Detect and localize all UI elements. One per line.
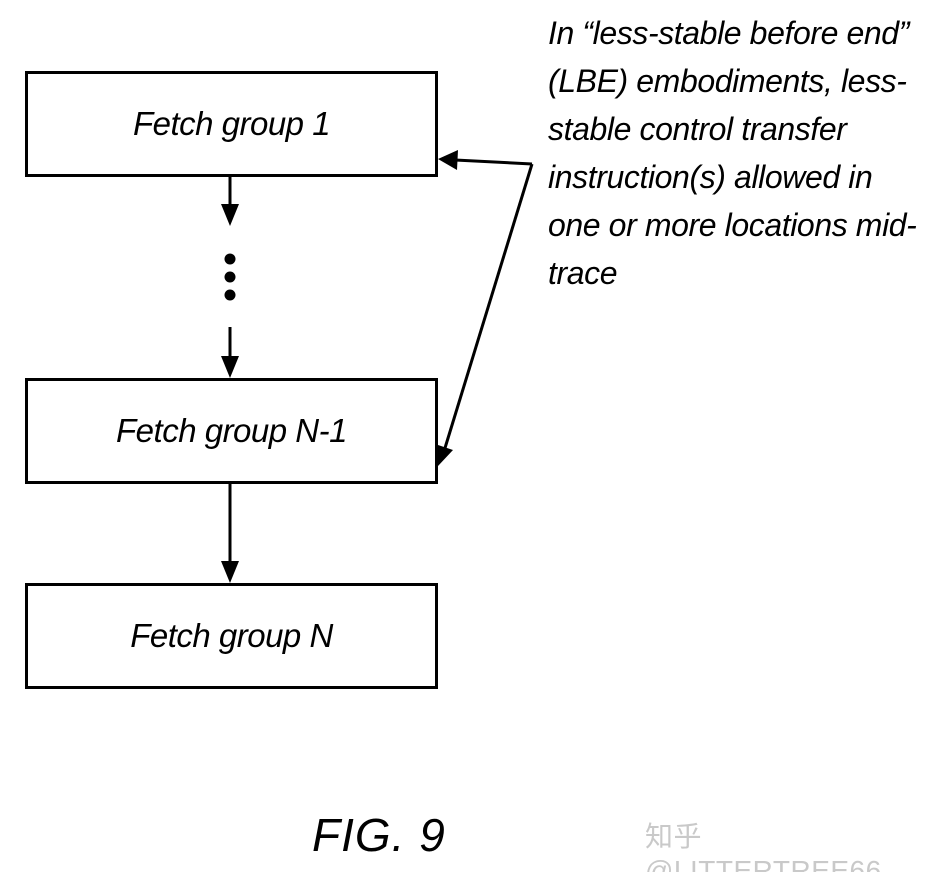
fetch-group-1-label: Fetch group 1 xyxy=(132,105,331,142)
lbe-annotation-text: In “less-stable before end” (LBE) embodi… xyxy=(548,15,917,291)
arrowhead-to-box-n-1 xyxy=(435,444,453,466)
fetch-group-n-minus-1-label: Fetch group N-1 xyxy=(116,412,347,449)
fetch-group-1-box: Fetch group 1 xyxy=(25,71,438,177)
watermark-text: 知乎 @LITTERTREE66 xyxy=(645,821,882,872)
arrowhead-to-box-1 xyxy=(438,150,458,170)
fetch-group-n-minus-1-box: Fetch group N-1 xyxy=(25,378,438,484)
annotation-connector xyxy=(435,150,534,466)
arrow-box-n-1-to-box-n xyxy=(221,484,239,583)
arrow-box1-to-ellipsis xyxy=(221,177,239,226)
fetch-group-n-box: Fetch group N xyxy=(25,583,438,689)
figure-label: FIG. 9 xyxy=(312,809,446,861)
ellipsis-dots xyxy=(224,253,236,301)
fetch-group-n-label: Fetch group N xyxy=(130,617,333,654)
arrow-ellipsis-to-box-n-1 xyxy=(221,327,239,378)
